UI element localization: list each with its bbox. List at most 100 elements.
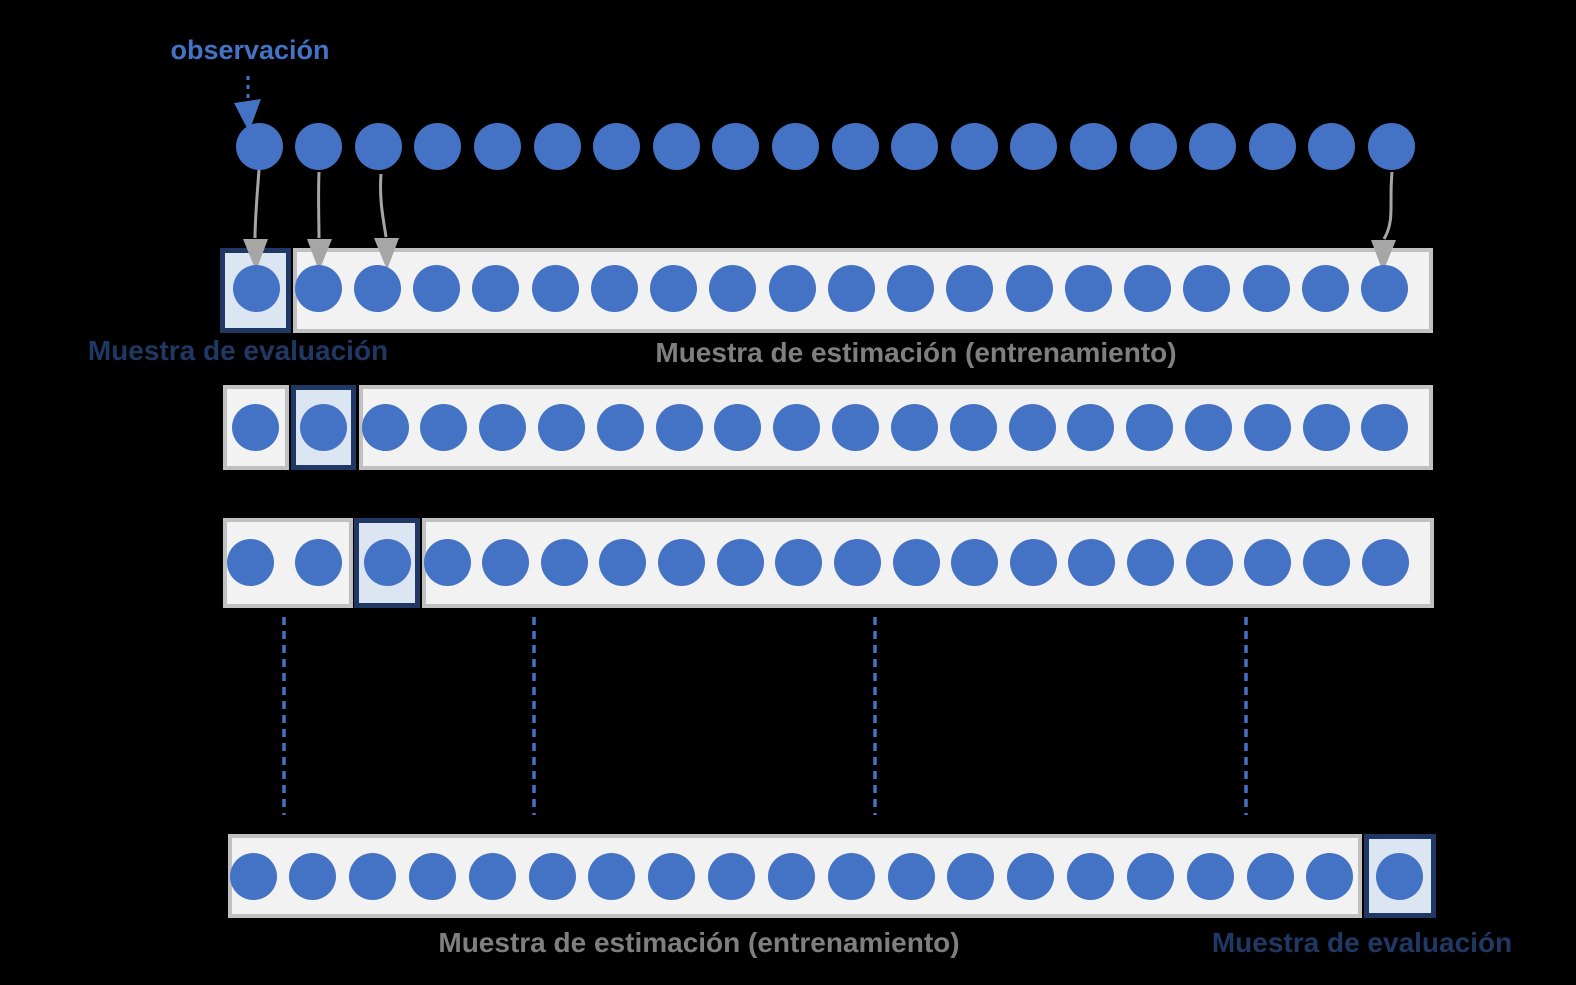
evaluation-sample-label-top: Muestra de evaluación	[87, 335, 389, 366]
series-dot	[652, 122, 700, 170]
mapping-arrow-last	[1382, 171, 1394, 240]
training-dot	[1184, 403, 1232, 451]
training-dot	[229, 852, 277, 900]
series-dot	[1308, 122, 1356, 170]
training-dot	[1007, 852, 1055, 900]
series-dot	[831, 122, 879, 170]
training-dot	[420, 403, 468, 451]
observation-label: observación	[170, 35, 330, 65]
training-dot	[887, 852, 935, 900]
training-dot	[528, 852, 576, 900]
training-dot	[472, 264, 520, 312]
training-dot	[650, 264, 698, 312]
training-dot	[773, 403, 821, 451]
training-dot	[423, 538, 471, 586]
training-dot	[1008, 403, 1056, 451]
training-dot	[482, 538, 530, 586]
training-dot	[827, 852, 875, 900]
training-dot	[890, 403, 938, 451]
training-dot	[1246, 852, 1294, 900]
series-dot	[235, 122, 283, 170]
training-dot	[1127, 538, 1175, 586]
evaluation-dot	[1375, 852, 1423, 900]
training-dot	[413, 264, 461, 312]
training-dot	[1361, 264, 1409, 312]
evaluation-dot	[363, 538, 411, 586]
series-dot	[1248, 122, 1296, 170]
training-dot	[1186, 852, 1234, 900]
series-dot	[1367, 122, 1415, 170]
training-dot	[596, 403, 644, 451]
training-dot	[832, 403, 880, 451]
training-dot	[1067, 852, 1115, 900]
evaluation-dot	[299, 403, 347, 451]
series-dot	[1189, 122, 1237, 170]
past-dot	[226, 538, 274, 586]
estimation-sample-label-top: Muestra de estimación (entrenamiento)	[655, 337, 1177, 368]
training-dot	[540, 538, 588, 586]
series-dot	[891, 122, 939, 170]
training-dot	[1306, 852, 1354, 900]
training-dot	[775, 538, 823, 586]
training-dot	[1124, 264, 1172, 312]
series-dot	[533, 122, 581, 170]
training-dot	[951, 538, 999, 586]
training-dot	[1067, 403, 1115, 451]
training-dot	[887, 264, 935, 312]
series-dot	[295, 122, 343, 170]
training-dot	[1183, 264, 1231, 312]
training-dot	[767, 852, 815, 900]
training-dot	[648, 852, 696, 900]
evaluation-dot	[232, 264, 280, 312]
series-dot	[1069, 122, 1117, 170]
training-dot	[599, 538, 647, 586]
training-dot	[1068, 538, 1116, 586]
training-dot	[479, 403, 527, 451]
training-dot	[708, 852, 756, 900]
training-dot	[294, 264, 342, 312]
training-dot	[714, 403, 762, 451]
training-dot	[1126, 852, 1174, 900]
training-dot	[537, 403, 585, 451]
training-dot	[1244, 538, 1292, 586]
training-dot	[1361, 403, 1409, 451]
series-dot	[593, 122, 641, 170]
training-dot	[1301, 264, 1349, 312]
mapping-arrow-1	[253, 169, 261, 239]
series-dot	[354, 122, 402, 170]
training-dot	[892, 538, 940, 586]
training-dot	[408, 852, 456, 900]
training-dot	[1361, 538, 1409, 586]
training-dot	[1243, 403, 1291, 451]
training-dot	[716, 538, 764, 586]
estimation-sample-label-bottom: Muestra de estimación (entrenamiento)	[438, 927, 960, 958]
training-dot	[1009, 538, 1057, 586]
training-dot	[658, 538, 706, 586]
series-dot	[950, 122, 998, 170]
training-dot	[768, 264, 816, 312]
training-dot	[655, 403, 703, 451]
series-dot	[473, 122, 521, 170]
training-dot	[468, 852, 516, 900]
training-dot	[289, 852, 337, 900]
evaluation-sample-label-bottom: Muestra de evaluación	[1211, 927, 1513, 958]
training-dot	[1064, 264, 1112, 312]
training-dot	[361, 403, 409, 451]
training-dot	[1302, 403, 1350, 451]
series-dot	[414, 122, 462, 170]
training-dot	[349, 852, 397, 900]
mapping-arrow-3	[379, 173, 388, 238]
training-dot	[949, 403, 997, 451]
training-dot	[946, 264, 994, 312]
training-dot	[1185, 538, 1233, 586]
past-dot	[294, 538, 342, 586]
training-dot	[833, 538, 881, 586]
training-dot	[590, 264, 638, 312]
training-dot	[947, 852, 995, 900]
training-dot	[353, 264, 401, 312]
training-dot	[709, 264, 757, 312]
past-dot	[231, 403, 279, 451]
training-dot	[531, 264, 579, 312]
series-dot	[1129, 122, 1177, 170]
